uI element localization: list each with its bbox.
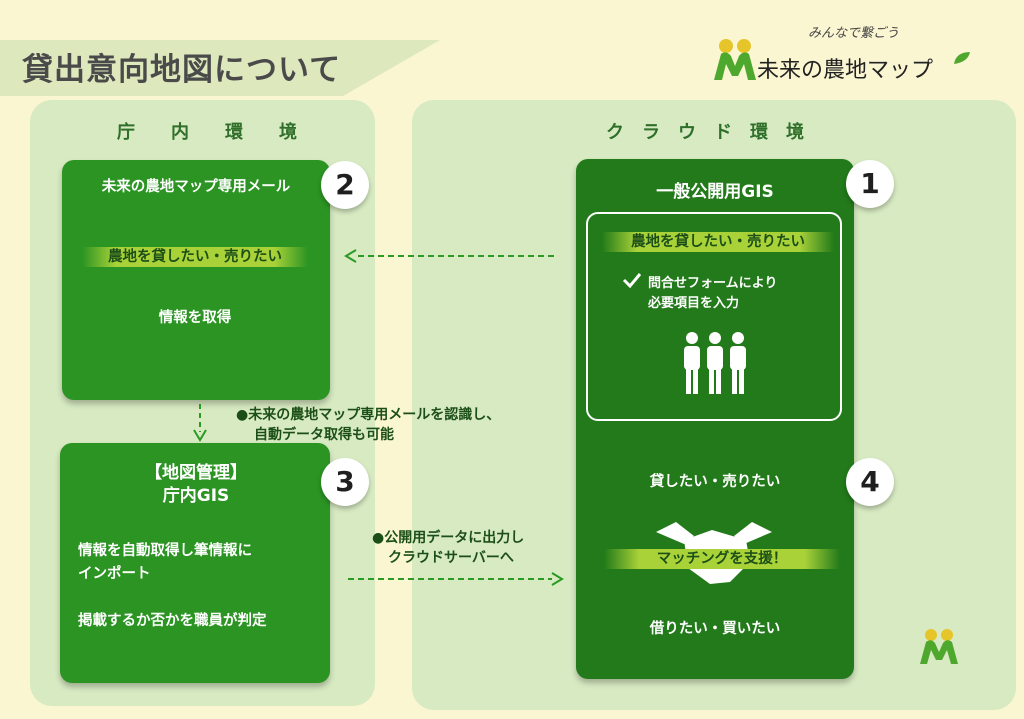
- mail-note-line1: ●未来の農地マップ専用メールを認識し、: [236, 407, 501, 423]
- mail-note-line2: 自動データ取得も可能: [254, 427, 394, 443]
- public-gis-title: 一般公開用GIS: [656, 182, 774, 202]
- footer-logo-icon: [920, 629, 958, 664]
- check-line2: 必要項目を入力: [648, 296, 740, 311]
- publish-note-line2: クラウドサーバーへ: [388, 550, 514, 566]
- office-heading: 庁 内 環 境: [117, 122, 297, 143]
- inquiry-box: [586, 212, 842, 421]
- gis-text-line3: 掲載するか否かを職員が判定: [78, 613, 267, 629]
- step-badge-1: 1: [846, 160, 894, 208]
- gis-title-line2: 庁内GIS: [162, 486, 230, 506]
- inquiry-highlight-band: [602, 232, 834, 252]
- people-icon: [684, 332, 746, 394]
- matching-text: マッチングを支援！: [656, 551, 788, 567]
- logo-icon: [714, 39, 756, 80]
- step-badge-2: 2: [321, 161, 369, 209]
- mail-box-title: 未来の農地マップ専用メール: [101, 179, 291, 195]
- publish-note-line1: ●公開用データに出力し: [372, 530, 525, 546]
- logo-tagline: みんなで繋ごう: [808, 26, 900, 41]
- inquiry-highlight: 農地を貸したい・売りたい: [631, 234, 805, 250]
- page-title: 貸出意向地図について: [22, 52, 342, 88]
- left-arrow: [344, 249, 554, 263]
- gis-title-line1: 【地図管理】: [145, 463, 247, 483]
- lend-sell-text: 貸したい・売りたい: [649, 474, 781, 490]
- leaf-icon: [954, 52, 970, 64]
- down-arrow: [193, 404, 207, 442]
- step-badge-4: 4: [846, 458, 894, 506]
- logo-text: 未来の農地マップ: [757, 58, 934, 83]
- check-icon: [622, 273, 642, 288]
- mail-box: [62, 160, 330, 400]
- mail-box-highlight: 農地を貸したい・売りたい: [108, 249, 282, 265]
- gis-text-line2: インポート: [78, 566, 151, 582]
- mail-box-text: 情報を取得: [158, 310, 232, 326]
- matching-highlight-band: [604, 549, 840, 569]
- gis-text-line1: 情報を自動取得し筆情報に: [78, 543, 252, 559]
- borrow-buy-text: 借りたい・買いたい: [649, 621, 781, 637]
- right-arrow: [348, 572, 564, 586]
- step-badge-3: 3: [321, 458, 369, 506]
- check-line1: 問合せフォームにより: [648, 276, 778, 291]
- mail-highlight-band: [82, 247, 308, 267]
- cloud-heading: ク ラ ウ ド 環 境: [606, 122, 804, 143]
- gis-box: [60, 443, 330, 683]
